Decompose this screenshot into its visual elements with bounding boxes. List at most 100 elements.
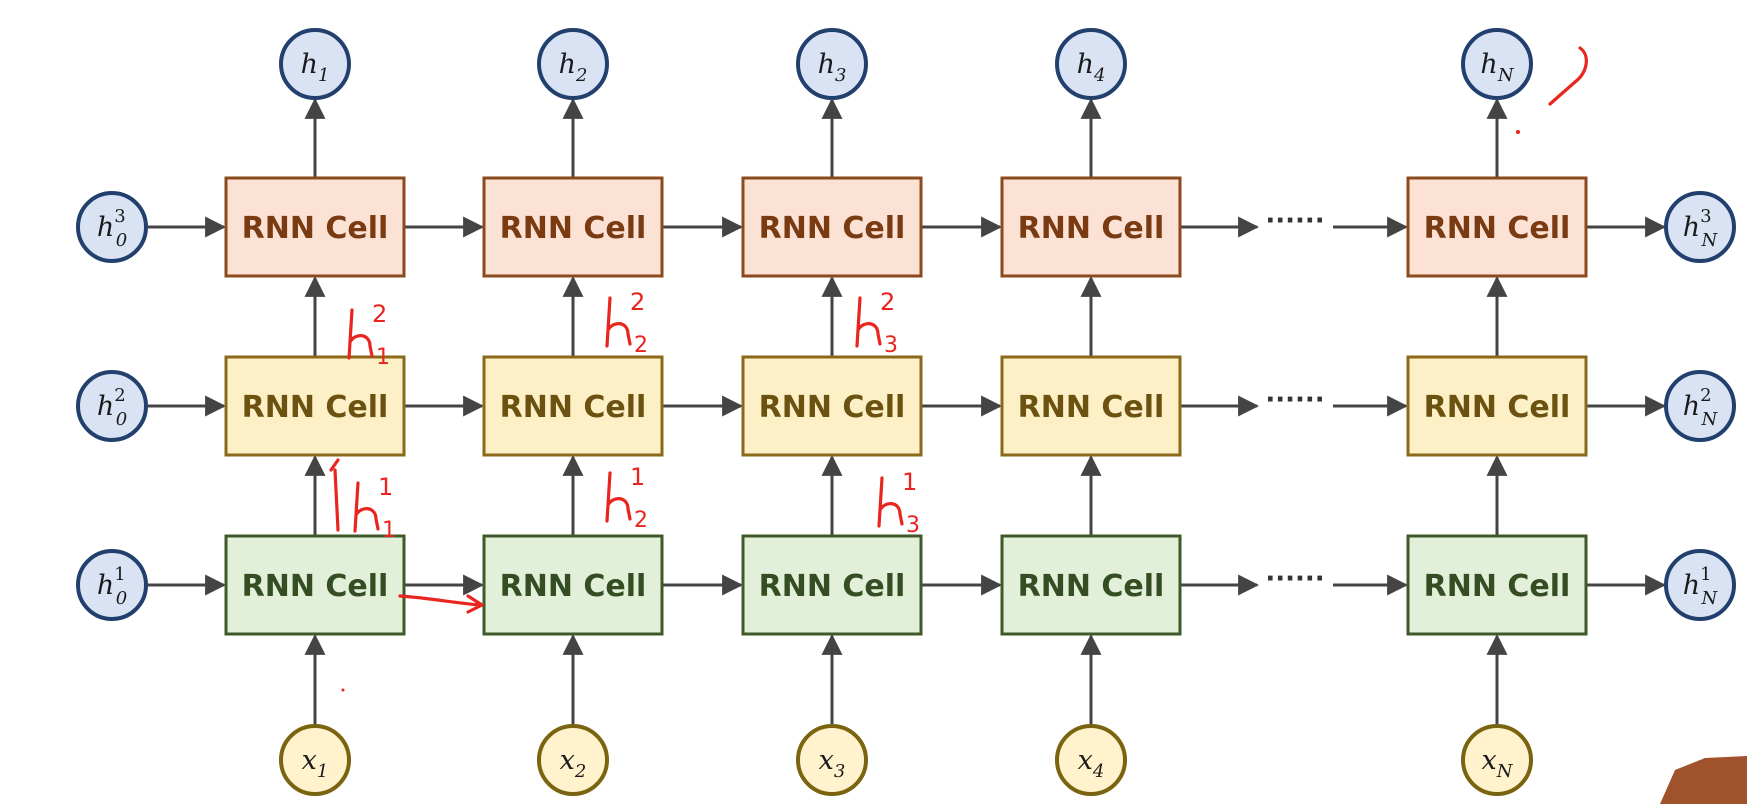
output-node-5-label-sub: N [1497, 65, 1515, 86]
layer1-rnn-cell-3: RNN Cell [741, 534, 923, 636]
output-node-3-label-base: h [818, 49, 835, 80]
layer3-initial-state-label: h3 0 [97, 206, 127, 251]
rnn-cell-label: RNN Cell [500, 390, 647, 425]
rnn-cell-box [1406, 534, 1588, 636]
annotation-h2-3-stroke [855, 296, 882, 348]
layer2-final-state-circle [1664, 370, 1736, 442]
rnn-cell-label: RNN Cell [759, 390, 906, 425]
output-node-3-circle [796, 28, 868, 100]
rnn-cell-box [741, 355, 923, 457]
output-node-1-circle [279, 28, 351, 100]
layer3-ellipsis: ······ [1265, 206, 1324, 236]
layer1-final-state-circle [1664, 549, 1736, 621]
layer1-rnn-cell-2: RNN Cell [482, 534, 664, 636]
output-node-4: h4 [1055, 28, 1127, 100]
layer1-final-state-label-sup: 1 [1700, 564, 1711, 585]
output-node-1-label-sub: 1 [318, 65, 329, 86]
input-node-3-circle [796, 724, 868, 796]
annotation-h1-2-sub: 2 [634, 508, 648, 533]
layer1-ellipsis: ······ [1265, 564, 1324, 594]
layer3-rnn-cell-5: RNN Cell [1406, 176, 1588, 278]
input-node-3: x3 [796, 724, 868, 796]
annotation-red-dot-2 [341, 688, 345, 692]
rnn-cell-label: RNN Cell [1424, 569, 1571, 604]
rnn-cell-box [741, 534, 923, 636]
layer2-initial-state: h2 0 [76, 370, 148, 442]
layer1-initial-state-label-sup: 1 [114, 564, 125, 585]
layer1-rnn-cell-4: RNN Cell [1000, 534, 1182, 636]
output-node-1-label-base: h [301, 49, 318, 80]
output-node-3-label-sub: 3 [835, 65, 846, 86]
layer1-rnn-cell-1: RNN Cell [224, 534, 406, 636]
input-node-5-circle [1461, 724, 1533, 796]
output-node-5-label-base: h [1480, 49, 1497, 80]
rnn-cell-box [224, 534, 406, 636]
rnn-cell-box [1406, 355, 1588, 457]
annotation-h1-1: 11 [378, 473, 396, 543]
input-node-3-label-base: x [819, 745, 834, 776]
layer3-final-state-label-sub: N [1701, 230, 1719, 251]
annotation-h1-1-stroke [353, 481, 380, 533]
rnn-cell-label: RNN Cell [1424, 211, 1571, 246]
rnn-cell-label: RNN Cell [759, 569, 906, 604]
output-node-2-label-base: h [559, 49, 576, 80]
layer1-final-state-label-base: h [1683, 570, 1700, 601]
annotation-h1-3-sub: 3 [906, 513, 920, 538]
rnn-cell-box [741, 176, 923, 278]
output-node-2: h2 [537, 28, 609, 100]
annotation-h2-3-sub: 3 [884, 333, 898, 358]
annotation-h1-3: 13 [902, 468, 920, 538]
annotation-h2-3-sup: 2 [880, 288, 895, 316]
output-node-2-label-sub: 2 [575, 65, 587, 86]
annotation-h2-2: 22 [630, 288, 648, 358]
rnn-cell-label: RNN Cell [242, 569, 389, 604]
corner-video-thumbnail [1660, 756, 1747, 804]
rnn-cell-box [224, 176, 406, 278]
annotation-h2-2-sup: 2 [630, 288, 645, 316]
input-node-2-label-base: x [560, 745, 575, 776]
layer1-initial-state-label-sub: 0 [116, 588, 127, 609]
layer3-initial-state-label-sup: 3 [114, 206, 125, 227]
rnn-cell-label: RNN Cell [242, 390, 389, 425]
annotation-h2-1-sup: 2 [372, 300, 387, 328]
layer1-rnn-cell-5: RNN Cell [1406, 534, 1588, 636]
rnn-cell-box [1000, 534, 1182, 636]
input-node-3-label-sub: 3 [834, 761, 845, 782]
layer2-initial-state-label-sub: 0 [116, 409, 127, 430]
layer3-initial-state: h3 0 [76, 191, 148, 263]
rnn-cell-label: RNN Cell [1018, 390, 1165, 425]
layer2-rnn-cell-3: RNN Cell [741, 355, 923, 457]
input-node-2-label-sub: 2 [574, 761, 586, 782]
layer3-rnn-cell-4: RNN Cell [1000, 176, 1182, 278]
input-node-4-circle [1055, 724, 1127, 796]
layer3-initial-state-label-sub: 0 [116, 230, 127, 251]
input-node-1-label-base: x [302, 745, 317, 776]
input-node-4-label-base: x [1078, 745, 1093, 776]
input-node-1: x1 [279, 724, 351, 796]
rnn-cell-box [1000, 355, 1182, 457]
output-node-2-label: h2 [559, 49, 588, 86]
output-node-5: hN [1461, 28, 1533, 100]
input-node-4-label: x4 [1078, 745, 1105, 782]
input-node-2-circle [537, 724, 609, 796]
input-node-5-label-base: x [1482, 745, 1497, 776]
input-node-5-label: xN [1482, 745, 1514, 782]
layer3-initial-state-label-base: h [97, 212, 114, 243]
connection-arrows: ·················· [148, 97, 1667, 724]
layer2-initial-state-label-sup: 2 [114, 385, 125, 406]
output-node-2-circle [537, 28, 609, 100]
layer2-rnn-cell-4: RNN Cell [1000, 355, 1182, 457]
layer2-initial-state-label-base: h [97, 391, 114, 422]
input-node-4-label-sub: 4 [1092, 761, 1104, 782]
annotation-red-arrow [398, 594, 484, 614]
input-node-5-label-sub: N [1496, 761, 1514, 782]
output-node-1: h1 [279, 28, 351, 100]
annotation-h2-1: 21 [372, 300, 390, 370]
annotation-h1-3-sup: 1 [902, 468, 917, 496]
